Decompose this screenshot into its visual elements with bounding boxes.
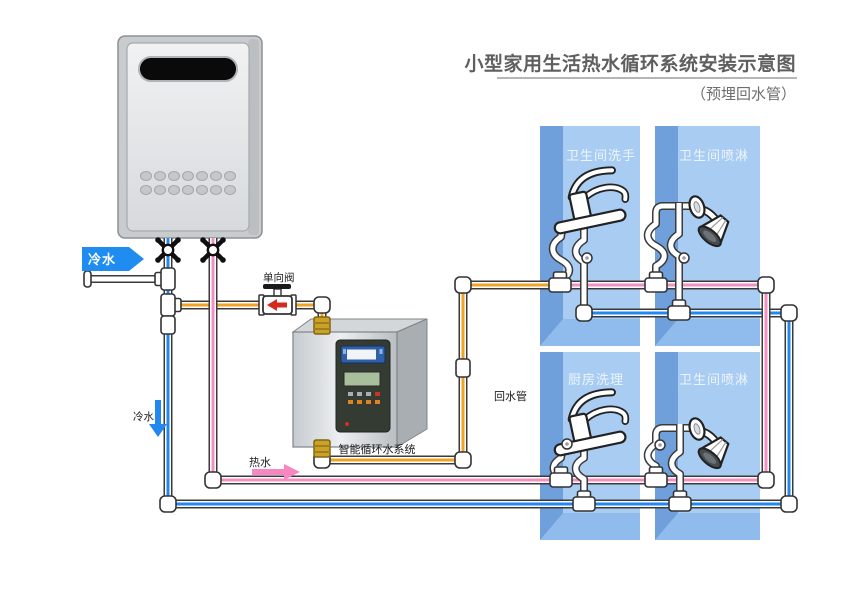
cold-elbow-bottom-left bbox=[159, 495, 177, 513]
hot-flow-label: 热水 bbox=[249, 456, 271, 469]
pump-buttons-row2 bbox=[348, 400, 380, 404]
page-subtitle: （预埋回水管） bbox=[691, 85, 796, 103]
panel-floor bbox=[540, 319, 640, 346]
pump-led bbox=[345, 422, 349, 426]
pump-side-face bbox=[396, 318, 428, 448]
cold-elbow-bath-sink bbox=[575, 304, 593, 322]
pump-lcd bbox=[343, 371, 381, 387]
hot-elbow-top-right bbox=[757, 276, 775, 294]
return-pipe-coupling bbox=[455, 358, 471, 378]
panel-side bbox=[655, 352, 678, 540]
pump-unit-label: 智能循环水系统 bbox=[339, 442, 416, 456]
heater-vents bbox=[140, 171, 236, 195]
page-title: 小型家用生活热水循环系统安装示意图 bbox=[464, 52, 796, 75]
check-valve-label: 单向阀 bbox=[263, 271, 295, 284]
cold-flow-marker: 冷水 bbox=[133, 400, 167, 437]
panel-floor bbox=[655, 513, 760, 540]
check-valve bbox=[258, 284, 297, 316]
pipe-coupling bbox=[160, 315, 176, 335]
panel-label: 厨房洗理 bbox=[568, 372, 624, 388]
panel-floor bbox=[655, 319, 760, 346]
heater-window bbox=[138, 56, 238, 82]
title-block: 小型家用生活热水循环系统安装示意图 （预埋回水管） bbox=[464, 52, 797, 103]
pump-top-union bbox=[313, 316, 331, 335]
panel-label: 卫生间洗手 bbox=[566, 149, 636, 164]
panel-side bbox=[540, 352, 563, 540]
cold-tag-arrow-icon bbox=[82, 247, 144, 271]
hot-elbow-bottom-left bbox=[204, 471, 222, 489]
wall-escutcheon bbox=[678, 252, 690, 264]
wall-escutcheon bbox=[581, 252, 593, 264]
cold-tag-label: 冷水 bbox=[88, 252, 116, 268]
wall-escutcheon bbox=[561, 438, 573, 450]
pump-buttons-row1 bbox=[348, 392, 380, 396]
hot-flow-marker: 热水 bbox=[249, 456, 300, 480]
wall-escutcheon bbox=[654, 439, 666, 451]
cold-elbow-top-right bbox=[780, 304, 798, 322]
circulation-pump-unit bbox=[291, 318, 428, 448]
pump-display-mark-left bbox=[343, 349, 346, 354]
inlet-pipe-cap bbox=[83, 270, 92, 288]
water-heater bbox=[117, 35, 263, 239]
heater-side-shade bbox=[248, 39, 259, 235]
heater-front-panel bbox=[126, 42, 250, 232]
return-elbow-bottom bbox=[454, 451, 472, 469]
panel-label: 卫生间喷淋 bbox=[679, 373, 749, 388]
return-elbow-top bbox=[454, 276, 472, 294]
cold-elbow-bottom-right bbox=[780, 495, 798, 513]
hot-elbow-bottom-right bbox=[757, 471, 775, 489]
flow-direction-arrow-icon bbox=[267, 299, 287, 311]
panel-label: 卫生间喷淋 bbox=[679, 149, 749, 164]
right-arrow-icon bbox=[252, 464, 300, 480]
down-arrow-icon bbox=[149, 400, 167, 437]
cold-inlet-tag: 冷水 bbox=[82, 247, 144, 271]
pump-display-mark-right bbox=[379, 349, 383, 354]
pump-unions bbox=[313, 316, 331, 458]
pump-inlet-elbow bbox=[313, 296, 331, 314]
check-valve-handle bbox=[263, 284, 291, 289]
panel-floor bbox=[540, 513, 640, 540]
cold-flow-label: 冷水 bbox=[133, 410, 154, 423]
cold-inlet-pipe bbox=[83, 270, 166, 288]
pump-display-screen bbox=[347, 349, 376, 360]
return-pipe-label: 回水管 bbox=[494, 389, 527, 403]
pump-bottom-union bbox=[313, 439, 331, 458]
